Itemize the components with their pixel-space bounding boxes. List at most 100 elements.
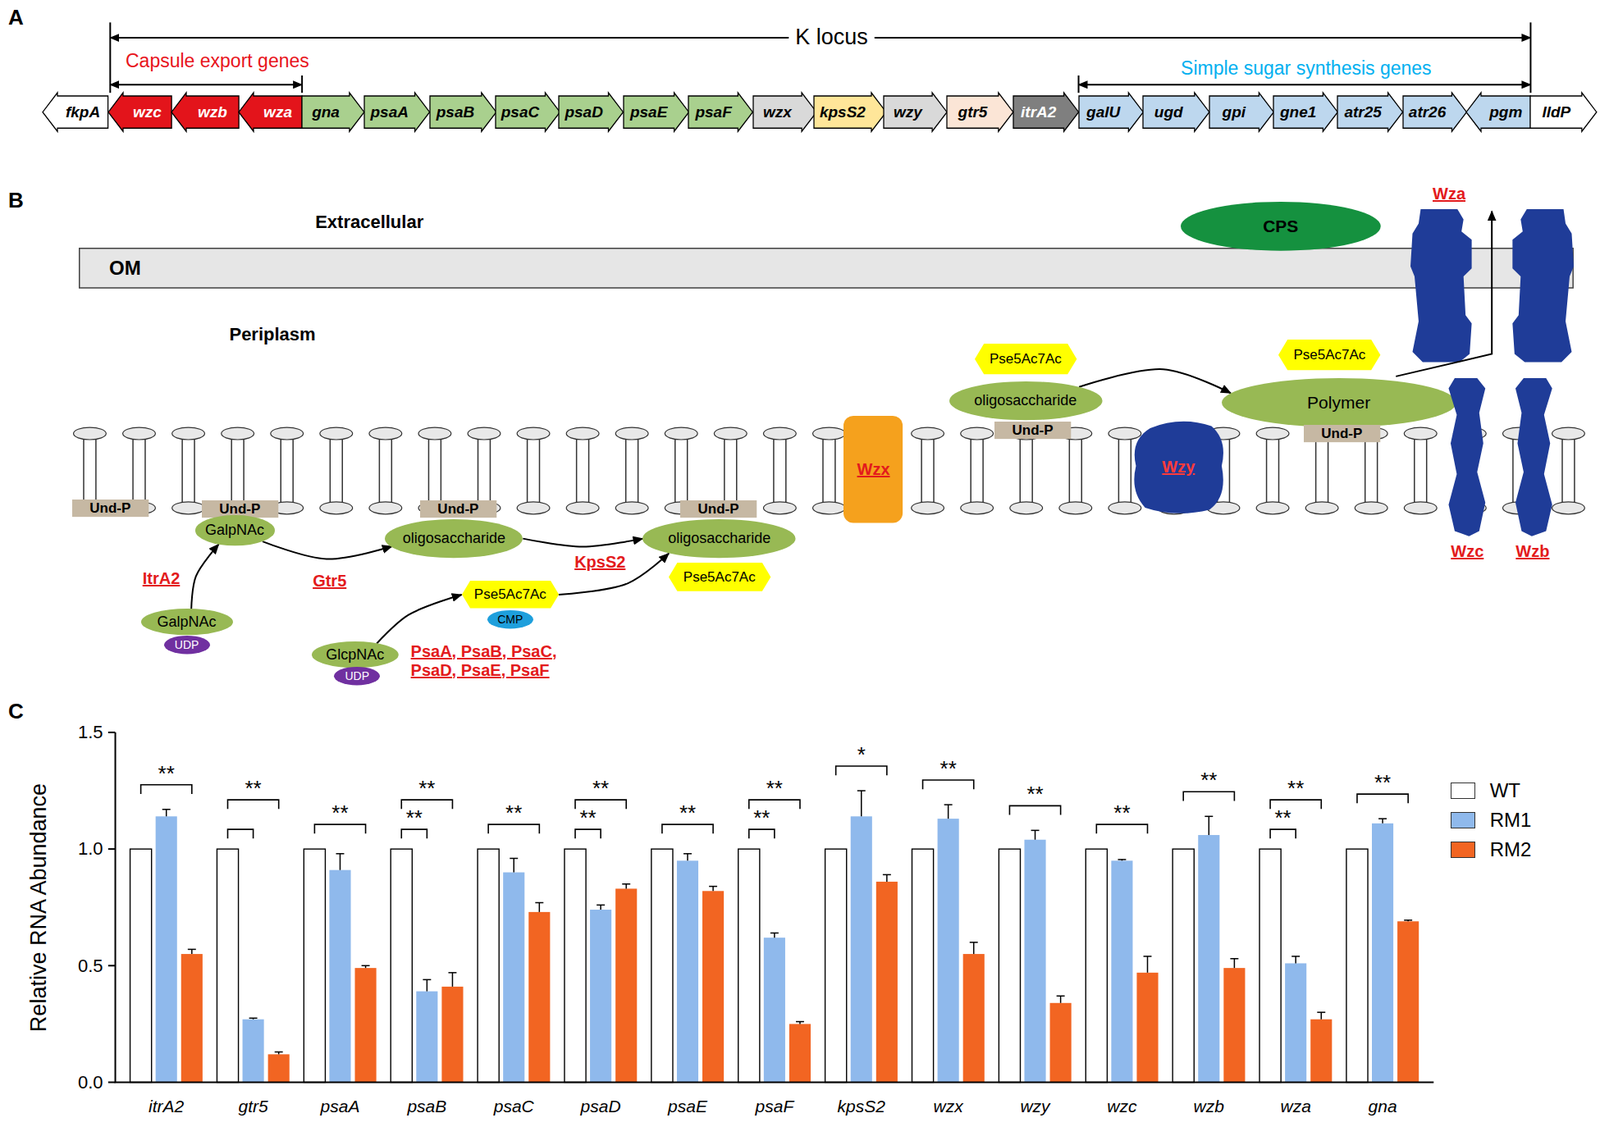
- membrane-name: OM: [109, 256, 142, 280]
- lipid-tail: [440, 438, 443, 503]
- error-bar: [426, 979, 429, 992]
- significance-mark: **: [418, 777, 435, 800]
- carrier-name: Und-P: [89, 500, 131, 517]
- label-holder: wzb: [1193, 1097, 1225, 1117]
- bar: [789, 1024, 811, 1083]
- gene-name: wza: [263, 103, 293, 122]
- gene-arrow-shape: [558, 92, 623, 132]
- significance-bracket: [923, 780, 974, 790]
- lipid-tail: [1573, 438, 1576, 503]
- lipid-head: [813, 427, 846, 440]
- gene-arrow: gne1: [1273, 92, 1338, 132]
- sugar-name: oligosaccharide: [667, 530, 771, 548]
- hexagon-shape: [668, 562, 771, 592]
- bar: [702, 891, 724, 1083]
- bar: [738, 849, 760, 1083]
- bar: [502, 873, 525, 1084]
- error-cap: [770, 932, 779, 935]
- label-holder: 0.5: [77, 955, 104, 977]
- export-protein: Wzb: [1511, 378, 1555, 562]
- label-holder: **: [1026, 783, 1043, 805]
- label-holder: Extracellular: [315, 211, 424, 233]
- lipid-carrier: Und-P: [994, 421, 1071, 439]
- lipid-tail: [1130, 438, 1133, 503]
- error-bar: [1381, 818, 1384, 824]
- panel-label: C: [8, 699, 24, 725]
- lipid-head: [516, 427, 550, 440]
- label-holder: **: [331, 802, 348, 824]
- significance-mark: **: [1200, 769, 1217, 791]
- significance-mark: **: [1026, 783, 1043, 805]
- significance-bracket: [1009, 805, 1061, 815]
- error-cap: [1204, 816, 1213, 819]
- gene-arrow: gna: [301, 92, 365, 132]
- protein-name: Wzb: [1515, 542, 1550, 562]
- tick-label: 1.0: [77, 838, 104, 860]
- reaction-arrow: [262, 541, 393, 559]
- protein-part: [1410, 209, 1472, 363]
- polymerase-protein: Wzy: [1129, 420, 1227, 514]
- lipid-tail: [1512, 438, 1514, 503]
- gene-arrow-shape: [364, 92, 430, 132]
- label-holder: 1.5: [77, 722, 104, 743]
- export-protein: Wzc: [1446, 378, 1488, 562]
- label-holder: **: [592, 777, 609, 800]
- gene-arrow-shape: [946, 92, 1014, 132]
- significance-mark: **: [679, 802, 696, 824]
- gene-label: gtr5: [237, 1097, 268, 1117]
- gene-label: psaB: [406, 1097, 447, 1117]
- bar: [1259, 849, 1281, 1083]
- legend-label: RM2: [1490, 838, 1532, 862]
- gene-arrow: galU: [1078, 92, 1143, 132]
- gene-name: gna: [311, 103, 340, 122]
- node-shape: [1446, 378, 1488, 537]
- significance-bracket: [228, 800, 279, 810]
- carrier-name: Und-P: [219, 501, 261, 518]
- lipid-head: [320, 427, 353, 440]
- bar: [912, 849, 934, 1083]
- error-cap: [274, 1051, 284, 1054]
- gene-arrow: wza: [238, 92, 302, 132]
- significance-mark: **: [331, 802, 348, 824]
- ellipse-shape: [195, 515, 275, 546]
- bracket-line: [109, 22, 111, 93]
- carrier-name: Und-P: [697, 501, 739, 518]
- gene-arrow: psaD: [558, 92, 623, 132]
- lipid-head: [763, 427, 796, 440]
- lipid-head: [516, 502, 550, 515]
- gene-arrow-shape: [623, 92, 690, 132]
- gene-arrow-shape: [1273, 92, 1338, 132]
- bar: [416, 992, 438, 1084]
- label-holder: **: [1113, 802, 1130, 824]
- lipid-head: [813, 502, 846, 515]
- gene-label: kpsS2: [837, 1097, 886, 1117]
- gene-arrow-shape: [108, 92, 172, 132]
- label-holder: psaA: [320, 1097, 361, 1117]
- sugar-ellipse: GalpNAc: [141, 608, 234, 636]
- gene-arrow: lldP: [1530, 92, 1597, 132]
- nucleotide-name: UDP: [344, 669, 370, 683]
- gene-arrow-shape: [753, 92, 817, 132]
- hexagon-shape: [461, 580, 559, 609]
- lipid-head: [1256, 427, 1290, 440]
- rect-shape: [680, 500, 757, 518]
- lipid-tail: [82, 438, 85, 503]
- significance-mark: **: [592, 777, 609, 800]
- gene-label: wzb: [1193, 1097, 1225, 1117]
- label-holder: psaB: [406, 1097, 447, 1117]
- axis-tick: [108, 731, 116, 734]
- label-holder: kpsS2: [837, 1097, 886, 1117]
- lipid-head: [911, 427, 945, 440]
- gene-arrow: wzc: [108, 92, 172, 132]
- error-cap: [882, 874, 892, 877]
- error-bar: [339, 854, 342, 871]
- ellipse-shape: [164, 635, 211, 654]
- lipid-head: [1010, 502, 1043, 515]
- flippase-protein: Wzx: [843, 416, 903, 524]
- label-holder: C: [8, 699, 24, 725]
- error-cap: [422, 979, 431, 982]
- panel-label: A: [8, 5, 24, 31]
